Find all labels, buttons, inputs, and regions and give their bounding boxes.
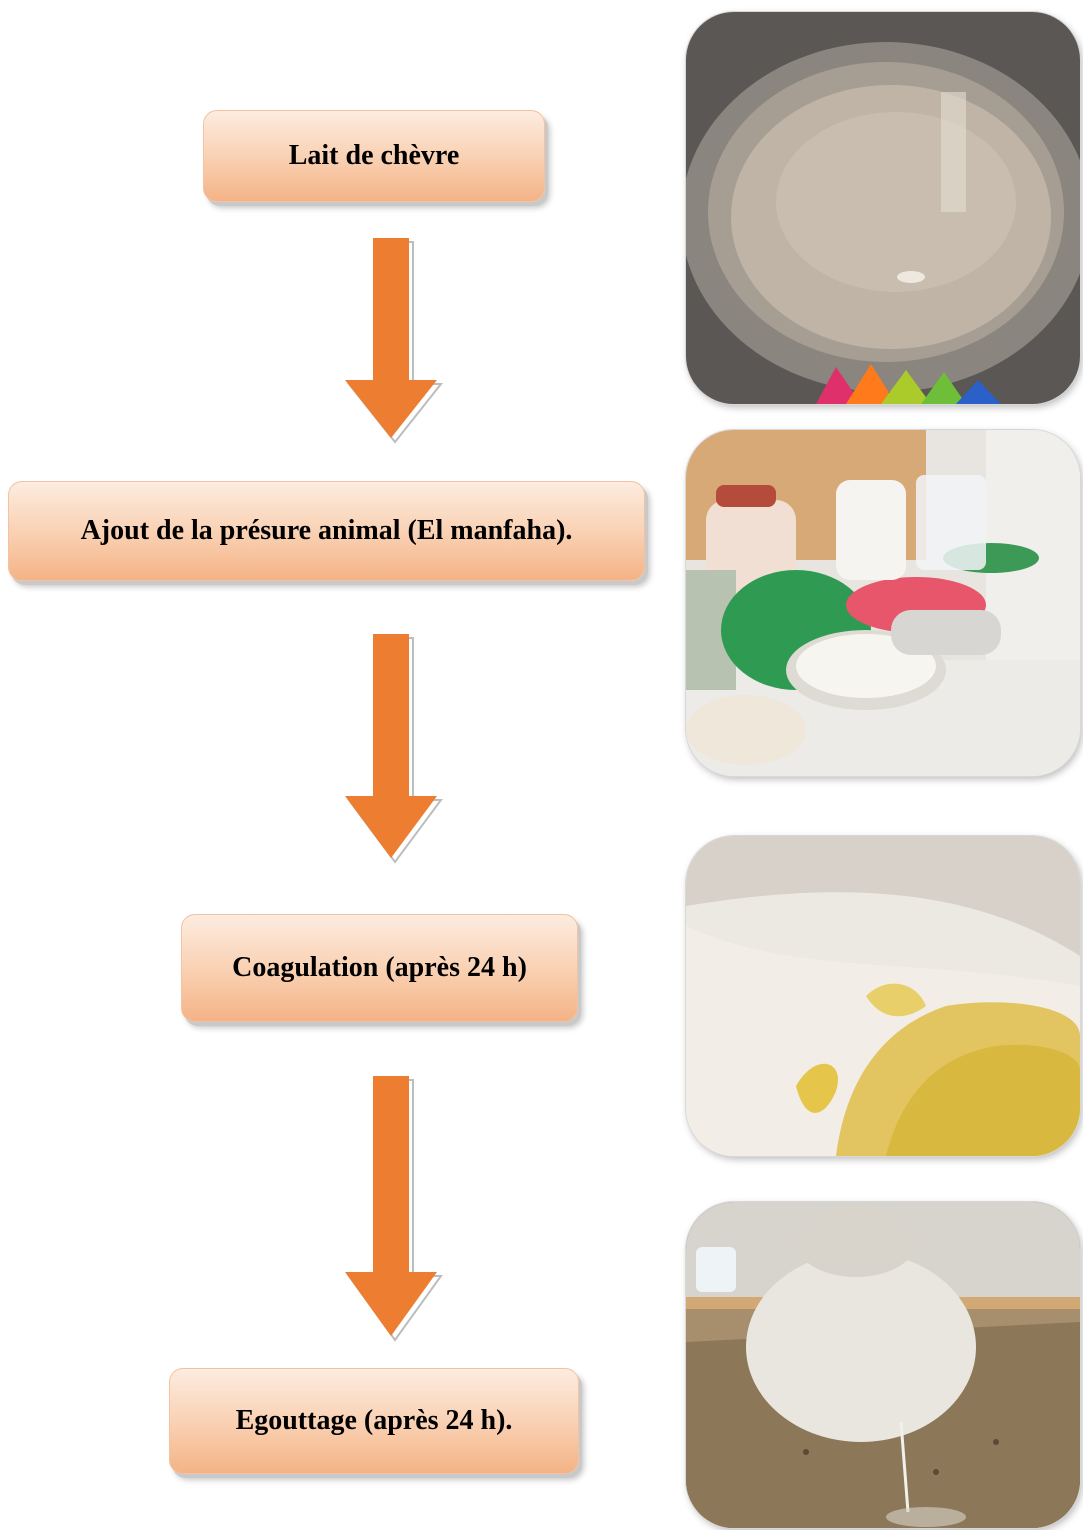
step-draining: Egouttage (après 24 h). — [169, 1368, 579, 1474]
photo-coagulated-curd — [686, 836, 1080, 1156]
step-label: Coagulation (après 24 h) — [232, 952, 527, 983]
step-coagulation: Coagulation (après 24 h) — [181, 914, 578, 1022]
step-label: Lait de chèvre — [288, 140, 460, 171]
down-arrow-icon — [345, 238, 444, 444]
step-goat-milk: Lait de chèvre — [203, 110, 545, 202]
step-label: Egouttage (après 24 h). — [235, 1405, 513, 1436]
photo-draining-cheese-cloth — [686, 1202, 1080, 1528]
photo-rennet-preparation — [686, 430, 1080, 776]
photo-goat-milk-bowl — [686, 12, 1080, 404]
step-add-rennet: Ajout de la présure animal (El manfaha). — [8, 481, 645, 581]
step-label: Ajout de la présure animal (El manfaha). — [80, 515, 573, 546]
down-arrow-icon — [345, 1076, 443, 1342]
down-arrow-icon — [345, 634, 443, 864]
